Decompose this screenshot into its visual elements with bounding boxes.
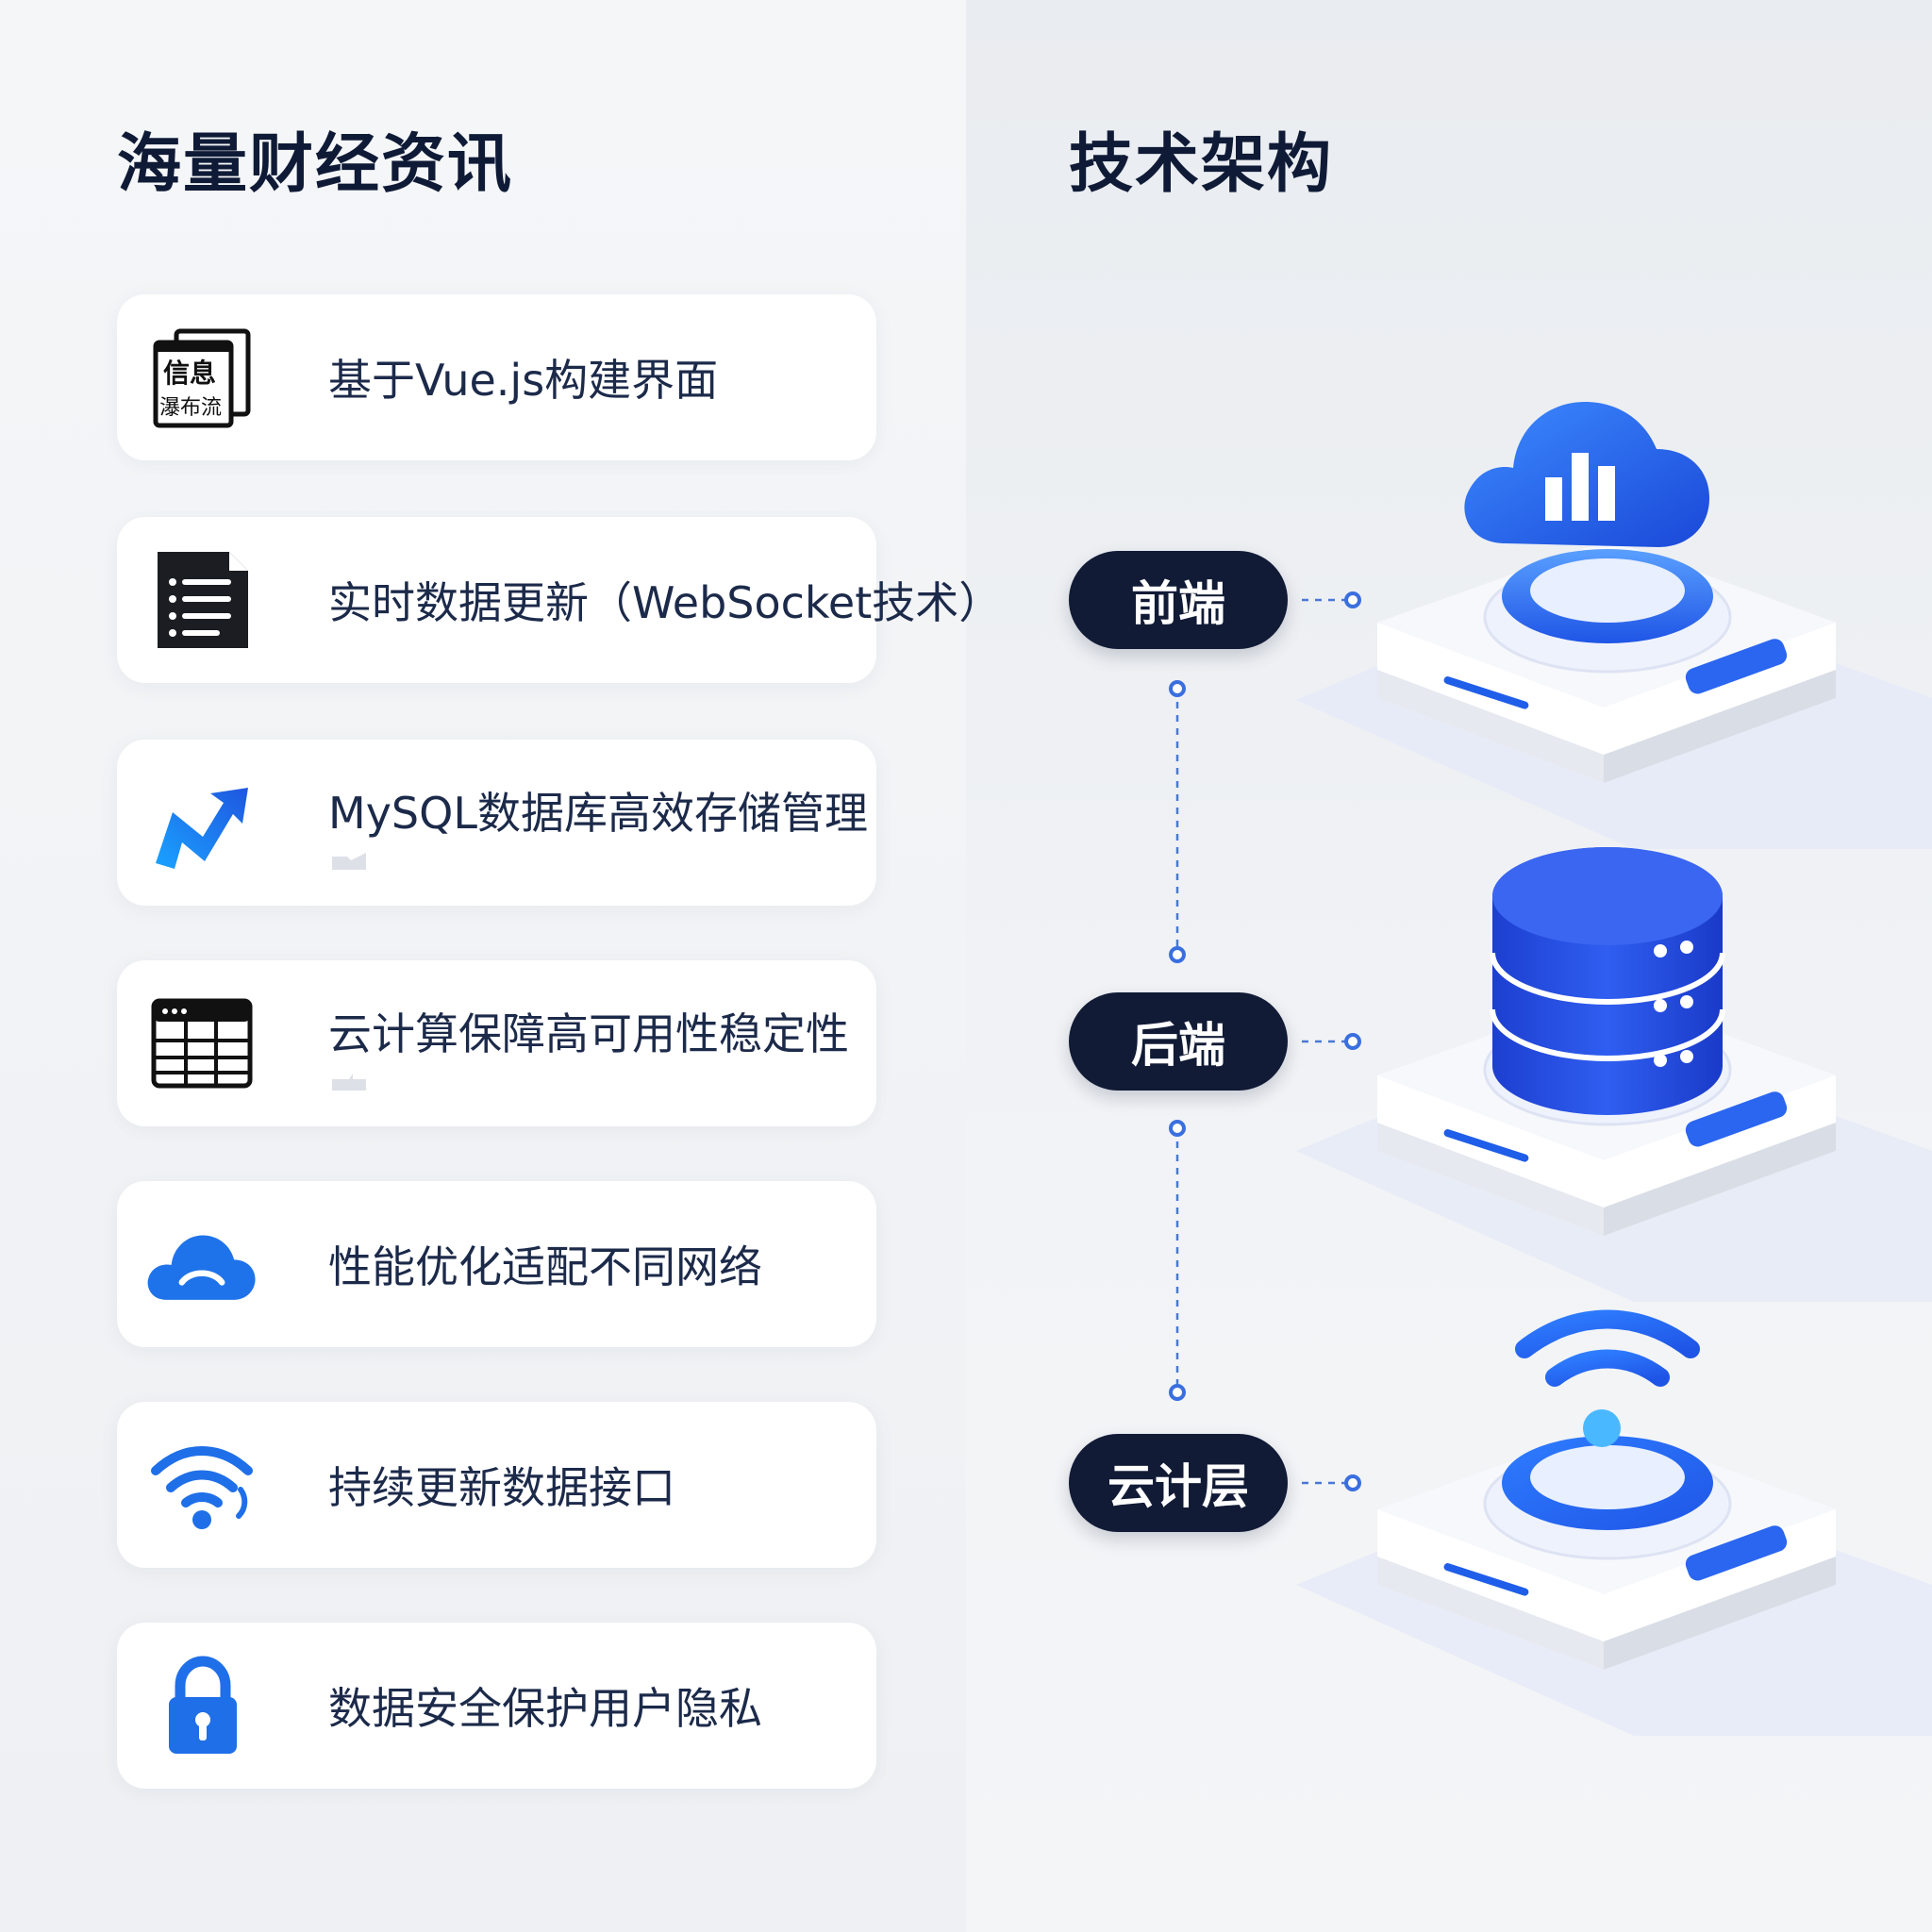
feature-card-network[interactable]: 性能优化适配不同网络 <box>117 1181 876 1347</box>
feature-label: 云计算保障高可用性稳定性 <box>328 1008 849 1059</box>
cloud-chart-platform <box>1296 402 1932 849</box>
cloud-icon <box>145 1208 258 1321</box>
layer-pill-cloud[interactable]: 云计层 <box>1069 1434 1288 1532</box>
feature-label: MySQL数据库高效存储管理 <box>328 788 868 839</box>
placeholder-mark <box>332 853 366 870</box>
feature-card-cloud-computing[interactable]: 云计算保障高可用性稳定性 <box>117 960 876 1126</box>
info-waterfall-icon: 信息 瀑布流 <box>145 321 258 434</box>
layer-pill-frontend[interactable]: 前端 <box>1069 551 1288 649</box>
feature-card-security[interactable]: 数据安全保护用户隐私 <box>117 1623 876 1789</box>
wifi-icon <box>145 1428 258 1541</box>
feature-card-mysql[interactable]: MySQL数据库高效存储管理 <box>117 740 876 906</box>
arrow-logo-icon <box>145 766 258 879</box>
svg-text:瀑布流: 瀑布流 <box>159 396 222 420</box>
feature-card-api[interactable]: 持续更新数据接口 <box>117 1402 876 1568</box>
layer-pill-backend[interactable]: 后端 <box>1069 992 1288 1091</box>
table-grid-icon <box>145 987 258 1100</box>
document-list-icon <box>145 543 258 657</box>
wifi-ring-platform <box>1296 1309 1932 1736</box>
feature-card-websocket[interactable]: 实时数据更新（WebSocket技术） <box>117 517 1002 683</box>
feature-label: 持续更新数据接口 <box>328 1462 675 1513</box>
svg-text:信息: 信息 <box>163 358 216 389</box>
placeholder-mark <box>332 1074 366 1091</box>
database-server-platform <box>1296 847 1932 1302</box>
feature-label: 基于Vue.js构建界面 <box>328 355 719 406</box>
architecture-title: 技术架构 <box>1069 127 1334 202</box>
feature-label: 性能优化适配不同网络 <box>328 1241 762 1292</box>
features-title: 海量财经资讯 <box>117 127 514 202</box>
lock-icon <box>145 1649 258 1762</box>
feature-card-vue[interactable]: 信息 瀑布流 基于Vue.js构建界面 <box>117 294 876 460</box>
feature-label: 实时数据更新（WebSocket技术） <box>328 577 1003 628</box>
feature-label: 数据安全保护用户隐私 <box>328 1683 762 1734</box>
